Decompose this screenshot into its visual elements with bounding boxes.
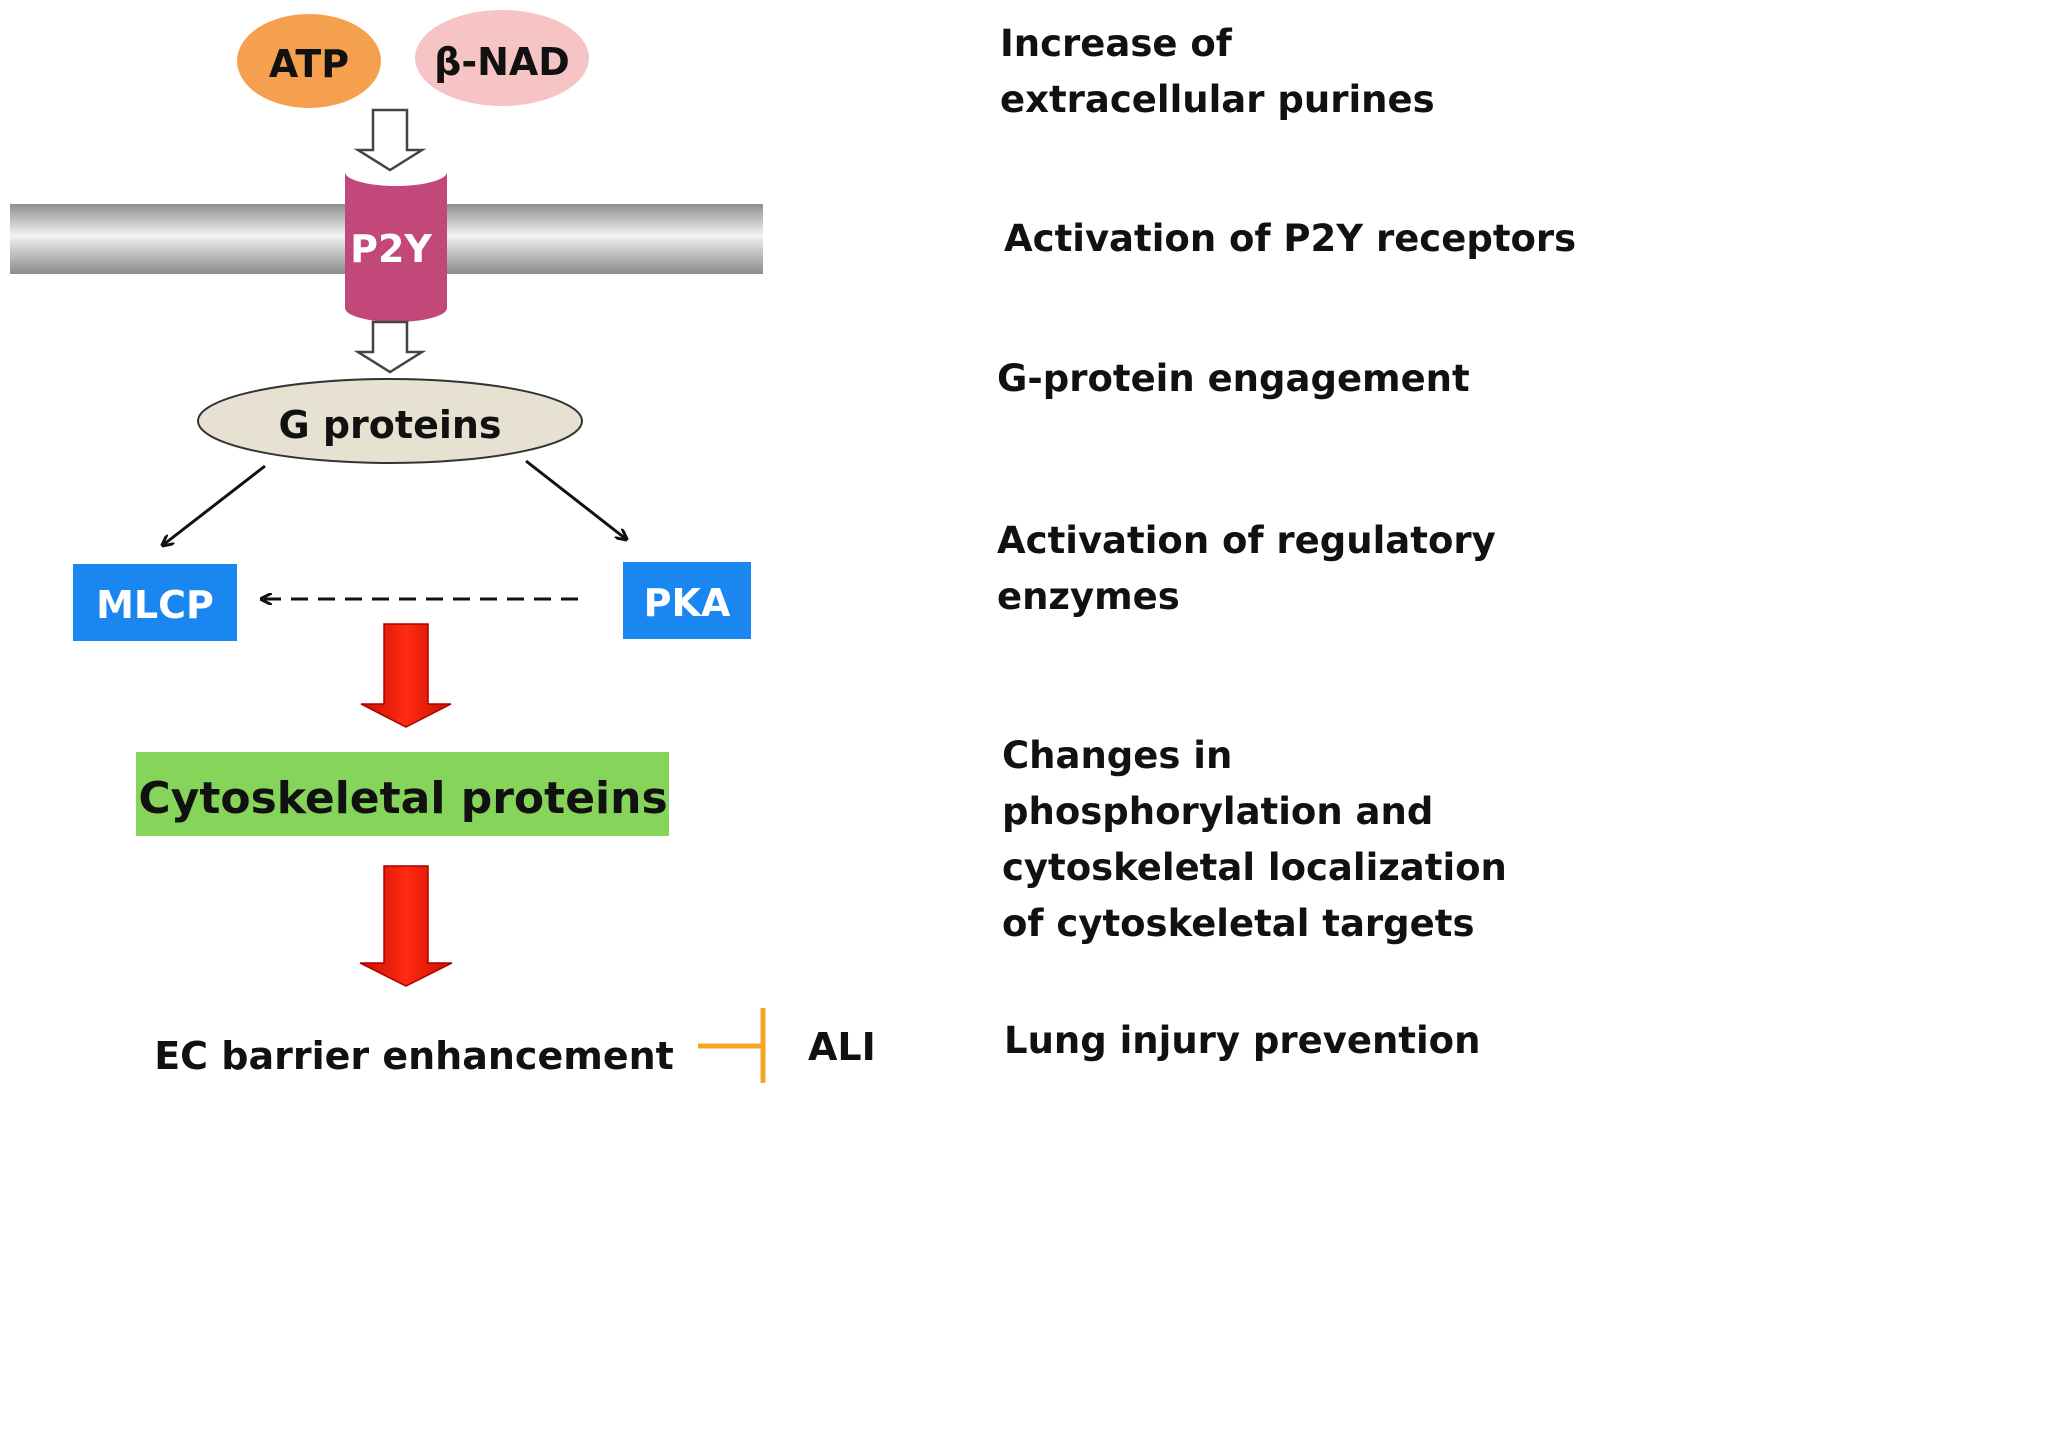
atp-label: ATP [269,42,349,86]
gprotein-to-pka-arrow [525,459,626,539]
gprotein-to-mlcp-arrow [163,464,266,545]
beta-nad-node [415,10,589,106]
pathway-diagram: ATP β-NAD P2Y G proteins MLCP PKA Cytosk… [10,10,1576,1083]
ligand-to-receptor-arrow [353,108,427,172]
receptor-to-gprotein-arrow [353,320,427,374]
step-g-protein-engagement: G-protein engagement [997,351,1470,407]
cytoskeletal-box [136,752,669,836]
step-5-line-1: Changes in [1002,734,1233,777]
step-3-line-1: G-protein engagement [997,357,1470,400]
step-2-line-1: Activation of P2Y receptors [1004,217,1577,260]
ali-label: ALI [808,1025,876,1069]
pka-label: PKA [644,581,731,625]
step-5-line-4: of cytoskeletal targets [1002,902,1475,945]
g-proteins-node [197,378,583,464]
step-regulatory-enzymes: Activation of regulatory enzymes [997,513,1496,625]
p2y-receptor [345,172,447,322]
step-6-line-1: Lung injury prevention [1004,1019,1481,1062]
step-p2y-activation: Activation of P2Y receptors [1004,211,1576,267]
step-5-line-2: phosphorylation and [1002,790,1434,833]
pathway-svg: ATP β-NAD P2Y G proteins MLCP PKA Cytosk… [10,10,876,1083]
step-lung-injury-prevention: Lung injury prevention [1004,1013,1480,1069]
red-arrow-to-cytoskeletal [360,623,452,728]
g-proteins-label: G proteins [278,403,501,447]
ec-barrier-label: EC barrier enhancement [154,1034,674,1078]
step-5-line-3: cytoskeletal localization [1002,846,1507,889]
step-4-line-1: Activation of regulatory [997,519,1496,562]
atp-node [237,14,381,108]
cytoskeletal-label: Cytoskeletal proteins [138,773,667,824]
mlcp-label: MLCP [96,583,214,627]
pka-box [623,562,751,639]
step-extracellular-purines: Increase of extracellular purines [1000,16,1435,128]
red-arrow-to-barrier [359,865,453,987]
step-phosphorylation-changes: Changes in phosphorylation and cytoskele… [1002,728,1507,952]
p2y-label: P2Y [350,227,432,271]
beta-nad-label: β-NAD [434,40,570,84]
step-4-line-2: enzymes [997,575,1180,618]
mlcp-box [73,564,237,641]
step-1-line-2: extracellular purines [1000,78,1435,121]
step-1-line-1: Increase of [1000,22,1232,65]
